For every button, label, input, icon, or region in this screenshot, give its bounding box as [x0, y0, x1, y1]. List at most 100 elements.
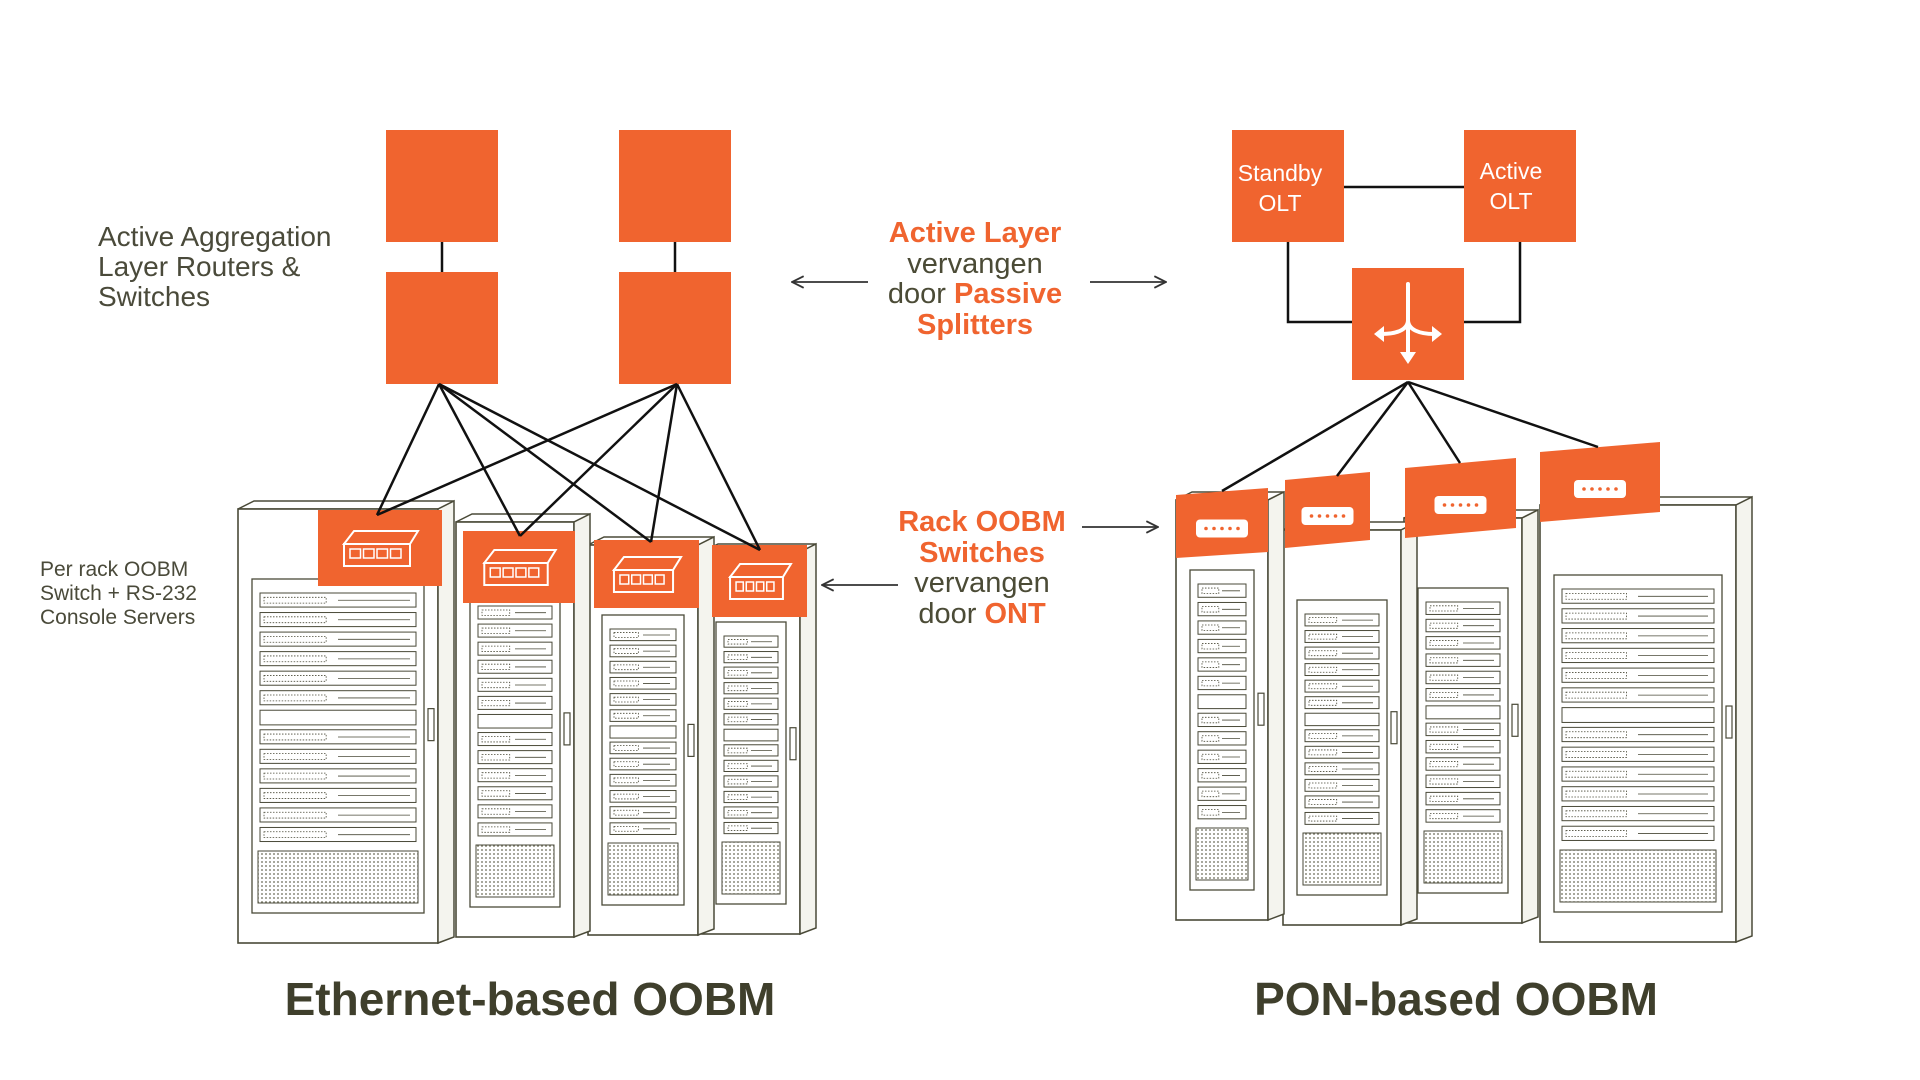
- olt-label-line: OLT: [1489, 188, 1533, 214]
- rack: [1282, 520, 1418, 927]
- server-vents: [263, 792, 327, 799]
- server-vents: [263, 655, 327, 663]
- server-vents: [1429, 795, 1459, 802]
- rack-grille: [1302, 832, 1382, 886]
- rack-handle: [1725, 705, 1733, 739]
- server-vents: [1308, 650, 1338, 657]
- aggregation-label-line: Switches: [98, 281, 211, 312]
- aggregation-layer-label: Active Aggregation Layer Routers & Switc…: [98, 222, 332, 312]
- rack-handle: [1390, 711, 1398, 745]
- rack-switch-2: [463, 531, 575, 603]
- server-vents: [1201, 772, 1220, 779]
- rack-top: [237, 500, 455, 510]
- ont-led: [1606, 487, 1610, 491]
- server-vents: [613, 632, 639, 638]
- note-mixed-line: door ONT: [862, 598, 1102, 630]
- server-unit: [723, 728, 779, 742]
- server-vents: [1565, 770, 1627, 778]
- active-olt-label: Active OLT: [1456, 156, 1566, 216]
- ont-led: [1614, 487, 1618, 491]
- server-vents: [727, 716, 748, 723]
- switch-band: [463, 531, 575, 603]
- rack-grille: [721, 841, 781, 895]
- switch-port: [619, 574, 630, 585]
- server-vents: [613, 664, 639, 671]
- server-vents: [1565, 672, 1627, 679]
- server-vents: [727, 639, 748, 645]
- rack: [1403, 508, 1539, 925]
- server-vents: [613, 809, 639, 816]
- rack-switch-4: [712, 545, 807, 617]
- server-vents: [1429, 605, 1459, 612]
- network-switch-icon: [729, 576, 784, 600]
- uplink-line: [376, 382, 678, 517]
- switch-port: [376, 548, 389, 559]
- rack-side: [1735, 495, 1753, 944]
- server-vents: [263, 635, 327, 643]
- note-accent-line: Splitters: [916, 308, 1034, 341]
- server-vents: [1565, 751, 1627, 758]
- switch-port: [515, 567, 527, 578]
- server-vents: [1201, 809, 1220, 816]
- server-unit: [1425, 705, 1501, 720]
- rack: [587, 535, 715, 937]
- uplink-line: [438, 382, 652, 544]
- server-vents: [1201, 624, 1220, 631]
- rack-handle: [1257, 692, 1265, 726]
- server-vents: [481, 627, 511, 634]
- note-line: vervangen: [907, 247, 1043, 280]
- note-line: vervangen: [914, 567, 1050, 599]
- ont-led: [1590, 487, 1594, 491]
- network-switch-icon: [483, 562, 549, 586]
- rack-grille: [607, 842, 679, 896]
- server-vents: [1565, 790, 1627, 798]
- annotation-arrows: [792, 282, 1166, 585]
- server-vents: [263, 733, 327, 741]
- rack-handle: [789, 727, 797, 761]
- switch-port: [654, 574, 665, 585]
- server-vents: [263, 772, 327, 780]
- rack-oobm-label: Per rack OOBM Switch + RS-232 Console Se…: [40, 558, 197, 630]
- ont-led: [1309, 514, 1314, 518]
- rack-side: [573, 512, 591, 939]
- uplink-line: [375, 383, 441, 516]
- switch-port: [735, 581, 745, 592]
- server-vents: [1429, 726, 1459, 733]
- server-vents: [1201, 606, 1220, 613]
- rack-label-line: Switch + RS-232: [40, 582, 197, 605]
- rack-side: [1267, 490, 1285, 922]
- ont-1: [1176, 488, 1268, 558]
- server-vents: [481, 808, 511, 815]
- server-vents: [727, 809, 748, 816]
- ont-4: [1540, 442, 1660, 522]
- uplink-line: [519, 383, 678, 537]
- switch-port: [745, 581, 755, 592]
- server-vents: [1429, 743, 1459, 750]
- server-vents: [613, 696, 639, 703]
- ont-led: [1598, 487, 1602, 491]
- server-vents: [1308, 666, 1338, 673]
- router-box: [386, 130, 498, 242]
- ont-led: [1325, 514, 1330, 518]
- server-vents: [263, 811, 327, 819]
- server-vents: [727, 685, 748, 692]
- ont-led: [1582, 487, 1586, 491]
- ont-led: [1212, 526, 1216, 531]
- passive-splitter: [1352, 268, 1464, 380]
- network-switch-icon: [343, 543, 411, 567]
- server-vents: [263, 616, 327, 624]
- drop-line: [1407, 380, 1599, 449]
- ont-3: [1405, 458, 1516, 538]
- splitter-icon: [1380, 282, 1436, 358]
- server-vents: [1429, 761, 1459, 768]
- server-vents: [1201, 753, 1220, 761]
- rack-handle: [563, 712, 571, 746]
- server-vents: [613, 777, 639, 784]
- rack-switch-3: [594, 540, 699, 608]
- server-unit: [1561, 707, 1715, 723]
- server-vents: [481, 645, 511, 652]
- server-vents: [1429, 691, 1459, 698]
- server-vents: [1201, 587, 1220, 594]
- server-vents: [613, 745, 639, 751]
